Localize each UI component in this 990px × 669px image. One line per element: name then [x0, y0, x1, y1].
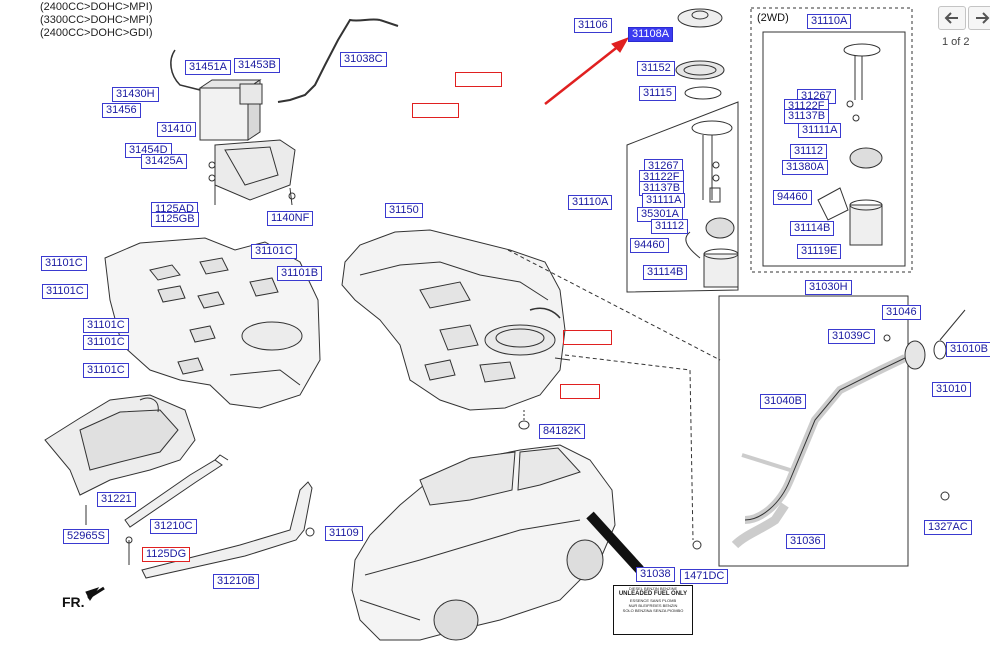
part-label-31101b[interactable]: 31101B [277, 266, 323, 281]
sticker-line-5: SOLO BENZINA SENZA PIOMBO [622, 608, 684, 613]
part-label-31114b[interactable]: 31114B [643, 265, 688, 280]
part-label-1471dc[interactable]: 1471DC [680, 569, 729, 584]
part-label-94460-2wd[interactable]: 94460 [773, 190, 812, 205]
part-label-31114b-2wd[interactable]: 31114B [790, 221, 835, 236]
part-label-1125dg[interactable]: 1125DG [142, 547, 191, 562]
part-label-84182k[interactable]: 84182K [539, 424, 585, 439]
part-label-31038c[interactable]: 31038C [340, 52, 387, 67]
part-label-31137b-2wd[interactable]: 31137B [784, 109, 830, 124]
part-label-31101c-c[interactable]: 31101C [42, 284, 88, 299]
part-label-31425a[interactable]: 31425A [141, 154, 187, 169]
part-label-31456[interactable]: 31456 [102, 103, 141, 118]
part-label-31221[interactable]: 31221 [97, 492, 136, 507]
part-label-31137b[interactable]: 31137B [639, 181, 685, 196]
prev-page-button[interactable] [938, 6, 966, 30]
part-label-31380a-2wd[interactable]: 31380A [782, 160, 828, 175]
engine-variant-line-1: (2400CC>DOHC>MPI) [40, 1, 153, 13]
part-label-31150[interactable]: 31150 [385, 203, 423, 218]
part-label-31430h[interactable]: 31430H [112, 87, 159, 102]
engine-variant-line-2: (3300CC>DOHC>MPI) [40, 14, 153, 26]
part-label-31039c[interactable]: 31039C [828, 329, 875, 344]
part-label-31112-2wd[interactable]: 31112 [790, 144, 827, 159]
part-label-31046[interactable]: 31046 [882, 305, 921, 320]
next-page-button[interactable] [968, 6, 990, 30]
page-indicator: 1 of 2 [942, 36, 970, 48]
part-label-31119e-2wd[interactable]: 31119E [797, 244, 842, 259]
part-label-31110a-2wd[interactable]: 31110A [807, 14, 852, 29]
part-label-31040b[interactable]: 31040B [760, 394, 806, 409]
sticker-line-3: ESSENCE SANS PLOMB [629, 598, 677, 603]
part-label-31106[interactable]: 31106 [574, 18, 612, 33]
region-2wd-label: (2WD) [757, 12, 789, 24]
part-label-31451a[interactable]: 31451A [185, 60, 231, 75]
part-label-31115[interactable]: 31115 [639, 86, 676, 101]
part-label-31038[interactable]: 31038 [636, 567, 675, 582]
part-label-31101c-b[interactable]: 31101C [251, 244, 297, 259]
part-label-31453b[interactable]: 31453B [234, 58, 280, 73]
part-label-31101c-a[interactable]: 31101C [41, 256, 87, 271]
part-label-31101c-f[interactable]: 31101C [83, 363, 129, 378]
part-label-52965s[interactable]: 52965S [63, 529, 109, 544]
part-label-31109[interactable]: 31109 [325, 526, 363, 541]
part-label-31210b[interactable]: 31210B [213, 574, 259, 589]
part-label-31112[interactable]: 31112 [651, 219, 688, 234]
front-direction-marker: FR. [62, 594, 85, 610]
empty-marker-box [560, 384, 600, 399]
part-label-31152[interactable]: 31152 [637, 61, 675, 76]
part-label-31108a-selected[interactable]: 31108A [628, 27, 674, 42]
part-label-31030h[interactable]: 31030H [805, 280, 852, 295]
part-label-31010b[interactable]: 31010B [946, 342, 990, 357]
part-label-1125gb[interactable]: 1125GB [151, 212, 199, 227]
empty-marker-box [412, 103, 459, 118]
sticker-line-1: DIESEL BENZIN BENZINE [628, 586, 678, 591]
arrow-right-icon [976, 12, 990, 24]
arrow-left-icon [944, 12, 958, 24]
sticker-line-4: NUR BLEIFREIES BENZIN [628, 603, 678, 608]
part-label-31110a[interactable]: 31110A [568, 195, 613, 210]
part-label-31101c-d[interactable]: 31101C [83, 318, 129, 333]
part-label-31036[interactable]: 31036 [786, 534, 825, 549]
part-label-31111a[interactable]: 31111A [642, 193, 686, 208]
empty-marker-box [563, 330, 612, 345]
empty-marker-box [455, 72, 502, 87]
part-label-31010[interactable]: 31010 [932, 382, 971, 397]
engine-variant-line-3: (2400CC>DOHC>GDI) [40, 27, 153, 39]
part-label-31210c[interactable]: 31210C [150, 519, 197, 534]
part-label-31111a-2wd[interactable]: 31111A [798, 123, 842, 138]
part-label-31410[interactable]: 31410 [157, 122, 196, 137]
part-label-31101c-e[interactable]: 31101C [83, 335, 129, 350]
sticker-line-2: UNLEADED FUEL ONLY [618, 591, 688, 597]
part-label-1327ac[interactable]: 1327AC [924, 520, 972, 535]
fuel-warning-sticker: DIESEL BENZIN BENZINE UNLEADED FUEL ONLY… [613, 585, 693, 635]
part-label-1140nf[interactable]: 1140NF [267, 211, 314, 226]
part-label-94460[interactable]: 94460 [630, 238, 669, 253]
